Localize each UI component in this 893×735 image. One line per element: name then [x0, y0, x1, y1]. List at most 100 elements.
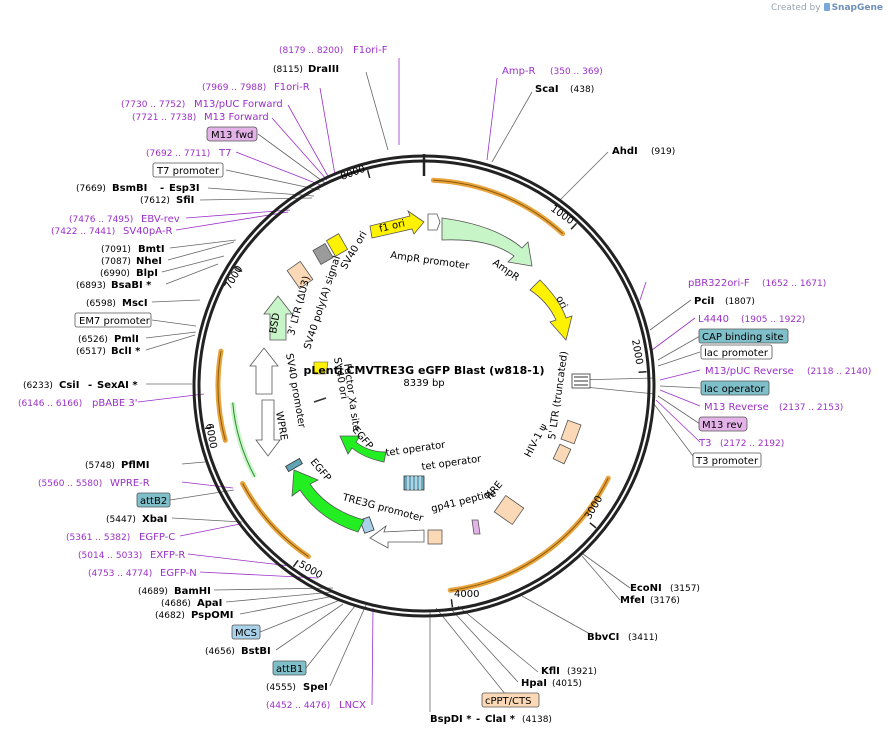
pcii-pos: (1807) — [725, 297, 755, 307]
egfp-c-name: EGFP-C — [139, 532, 175, 543]
tick-3000: 3000 — [583, 494, 605, 522]
tick-5000 — [292, 559, 299, 568]
bstbi-pos: (4656) — [205, 647, 235, 657]
pbr322ori-f-pos: (1652 .. 1671) — [762, 279, 826, 289]
t3-name: T3 — [698, 438, 711, 449]
wpre-r-pos: (5560 .. 5580) — [38, 479, 102, 489]
bspdi-dash: - — [476, 714, 480, 725]
sv40pa-r-name: SV40pA-R — [123, 226, 172, 237]
tick-1000 — [570, 222, 578, 230]
pbr322ori-f-name: pBR322ori-F — [688, 278, 750, 289]
f1ori-r-pos: (7969 .. 7988) — [202, 83, 266, 93]
5-ltr-block — [571, 373, 591, 389]
draiii-name: DraIII — [308, 64, 339, 75]
nhei-pos: (7087) — [101, 257, 131, 267]
t3-promoter-box — [692, 452, 762, 468]
tet-operator-label-1: tet operator — [385, 440, 447, 459]
cap-binding-label: CAP binding site — [702, 332, 784, 343]
econi-pos: (3157) — [670, 584, 700, 594]
xbai-pos: (5447) — [106, 515, 136, 525]
m13puc-fwd-pos: (7730 .. 7752) — [121, 100, 185, 110]
amp-r-name: Amp-R — [502, 66, 536, 77]
f1ori-f-pos: (8179 .. 8200) — [279, 46, 343, 56]
arc-sv40 — [217, 351, 226, 441]
outer-labels-left: (7969 .. 7988) F1ori-R (7730 .. 7752) M1… — [18, 82, 366, 711]
egfp-n-name: EGFP-N — [160, 568, 197, 579]
ltr3-block — [286, 260, 314, 290]
egfp-n-pos: (4753 .. 4774) — [88, 569, 152, 579]
attb2-label: attB2 — [140, 496, 167, 507]
pmli-name: PmlI — [114, 334, 139, 345]
csii-pos: (6233) — [23, 381, 53, 391]
tick-6000: 6000 — [203, 423, 218, 450]
sv40-promoter-arrow — [249, 347, 279, 395]
plasmid-size: 8339 bp — [403, 378, 444, 389]
pflmi-pos: (5748) — [85, 461, 115, 471]
xbai-name: XbaI — [142, 514, 167, 525]
bsabi-pos: (6893) — [76, 281, 106, 291]
tre3g-promoter-arrow — [369, 524, 425, 549]
psi-block-1 — [560, 419, 582, 445]
kfli-name: KflI — [541, 666, 560, 677]
ahdi-name: AhdI — [612, 146, 638, 157]
pbabe-name: pBABE 3' — [92, 398, 138, 409]
ori-label: ori — [553, 294, 569, 311]
bcli-pos: (6517) — [76, 347, 106, 357]
arc-wpre-halo — [230, 402, 258, 479]
csii-name: CsiI — [59, 380, 79, 391]
t7-pos: (7692 .. 7711) — [146, 149, 210, 159]
spei-name: SpeI — [303, 682, 328, 693]
t7-promoter-box — [152, 162, 224, 178]
wpre-arrow — [255, 399, 281, 457]
pbabe-pos: (6146 .. 6166) — [18, 399, 82, 409]
hpai-pos: (4015) — [552, 679, 582, 689]
tick-3000 — [589, 522, 597, 529]
outer-labels-right: pBR322ori-F (1652 .. 1671) PciI (1807) L… — [688, 278, 871, 468]
msci-pos: (6598) — [86, 299, 116, 309]
attb2-box — [136, 492, 171, 508]
cppt-block — [427, 529, 443, 545]
m13-fwd-label: M13 fwd — [211, 130, 253, 141]
egfp-teal-block — [285, 457, 303, 473]
bsmbi-name: BsmBI — [112, 183, 147, 194]
cap-binding-box — [698, 328, 789, 344]
bsd-label: BSD — [268, 312, 282, 335]
t7-promoter-label: T7 promoter — [156, 166, 220, 177]
f1ori-r-name: F1ori-R — [274, 82, 310, 93]
egfp-inner-arrow — [339, 435, 387, 463]
attb1-box — [272, 660, 307, 676]
bbvci-pos: (3411) — [628, 633, 658, 643]
bsmbi-pos: (7669) — [76, 184, 106, 194]
apai-name: ApaI — [197, 598, 222, 609]
exfp-r-pos: (5014 .. 5033) — [78, 551, 142, 561]
ampr-promoter-arrow — [427, 213, 441, 231]
nhei-name: NheI — [136, 256, 162, 267]
sv40-ori-gray — [312, 243, 334, 265]
bmti-pos: (7091) — [101, 245, 131, 255]
m13-rev-label: M13 rev — [702, 420, 743, 431]
outer-labels-top: (8179 .. 8200) F1ori-F (8115) DraIII Amp… — [273, 45, 675, 157]
tick-marks — [204, 154, 647, 608]
blpi-name: BlpI — [136, 268, 158, 279]
wpre-label: WPRE — [273, 411, 289, 442]
msci-name: MscI — [122, 298, 148, 309]
wpre-r-name: WPRE-R — [110, 478, 150, 489]
cppt-cts-label: cPPT/CTS — [485, 696, 531, 707]
pcii-name: PciI — [694, 296, 714, 307]
t7-name: T7 — [218, 148, 231, 159]
scai-pos: (438) — [570, 85, 594, 95]
bsmbi-dash: - — [160, 183, 164, 194]
tick-4000 — [450, 599, 454, 608]
tick-4000: 4000 — [454, 589, 479, 600]
clai-pos: (4138) — [522, 715, 552, 725]
f1-ori-arrow — [369, 209, 425, 239]
mcs-label: MCS — [235, 628, 257, 639]
tick-8000: 8000 — [339, 164, 367, 183]
egfp-outer-arrow — [291, 469, 365, 533]
feature-arcs — [215, 177, 611, 593]
arc-ampr — [433, 179, 563, 235]
sfii-pos: (7612) — [140, 196, 170, 206]
m13-forward-name: M13 Forward — [204, 112, 269, 123]
